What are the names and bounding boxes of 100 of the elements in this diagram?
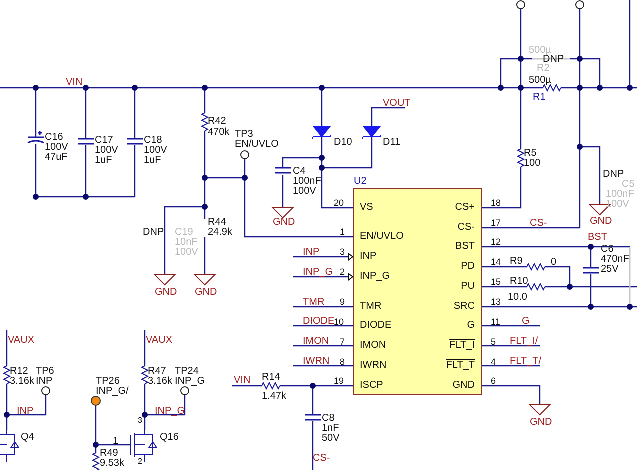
schematic-label: INP_G/ [96,387,129,397]
schematic-label: C6 [601,245,614,255]
schematic-label: 8 [340,358,346,367]
pin-name: EN/UVLO [360,232,404,242]
schematic-label: CS- [530,219,548,229]
schematic-label: Q16 [160,433,179,443]
pin-name: BST [456,242,475,252]
schematic-label: C17 [95,136,114,146]
pin-name: CS+ [455,203,475,213]
pin-name: INP_G [360,272,390,282]
schematic-label: R10 [510,277,528,287]
schematic-label: 470nF [601,255,630,265]
schematic-label: VOUT [383,99,411,109]
pin-name: TMR [360,302,382,312]
schematic-label: VAUX [146,336,172,346]
schematic-label: GND [195,288,218,298]
schematic-label: IMON [303,337,330,347]
pin-name: VS [360,203,374,213]
schematic-label: TMR [303,298,325,308]
schematic-label: FLT_T/ [510,357,542,367]
schematic-label: R5 [524,149,537,159]
schematic-label: INP_G [303,268,334,278]
schematic-label: INP [36,377,53,387]
schematic-label: 3 [340,248,346,257]
schematic-label: R42 [208,117,226,127]
schematic-label: BST [588,233,608,243]
schematic-label: 25V [601,265,619,275]
schematic-label: 7 [340,338,346,347]
schematic-label: C18 [144,136,162,146]
schematic-label: 11 [491,318,500,327]
schematic-label: GND [530,418,552,428]
schematic-label: C4 [293,167,306,177]
schematic-label: 100V [175,248,198,258]
schematic-label: 1 [113,437,119,447]
schematic-label: 1 [340,228,346,237]
schematic-label: R44 [208,218,226,228]
schematic-label: GND [155,288,178,298]
schematic-label: DNP [143,228,164,238]
schematic-label: 14 [491,258,502,267]
schematic-label: TP6 [36,367,54,377]
pin-name: DIODE [360,321,392,331]
schematic-label: R14 [262,373,280,383]
pin-name: G [467,321,475,331]
schematic-label: G [522,317,530,327]
schematic-label: D10 [334,138,352,148]
pin-name: GND [452,381,475,391]
schematic-label: 24.9k [208,228,232,238]
schematic-label: 100 [524,159,541,169]
schematic-label: 5 [491,338,496,347]
schematic-label: 3 [138,417,142,425]
schematic-label: 50V [322,434,340,444]
schematic-label: DIODE [303,317,335,327]
schematic-label: 1nF [322,424,340,434]
schematic-label: 0 [551,258,557,268]
pin-name: CS- [458,223,475,233]
schematic-label: 1uF [95,156,112,166]
schematic-label: 13 [491,298,502,307]
schematic-label: 1.47k [262,392,286,402]
schematic-label: 10 [334,318,344,327]
schematic-label: CS- [313,454,330,464]
schematic-label: 12 [491,238,502,247]
pin-name: FLT_I [450,341,475,351]
schematic-label: 15 [491,278,502,287]
schematic-label: GND [273,218,296,228]
schematic-label: 17 [491,219,502,228]
schematic-label: 4 [491,358,496,367]
schematic-label: FLT_I/ [510,337,538,347]
schematic-label: VAUX [8,336,34,346]
pin-name: PU [461,282,475,292]
schematic-label: 100V [45,143,68,153]
schematic-label: C8 [322,414,335,424]
schematic-label: TP24 [175,367,199,377]
schematic-label: R2 [537,64,550,74]
schematic-label: 100V [95,146,118,156]
schematic-label: 19 [334,377,344,386]
schematic-label: INP_G [155,407,186,417]
schematic-label: R12 [10,367,28,377]
pin-name: IWRN [360,361,387,371]
schematic-label: 100nF [606,190,634,200]
schematic-label: 500µ [529,76,552,86]
schematic-label: INP [17,407,34,417]
reference-designator: U2 [354,177,367,187]
schematic-label: 20 [334,199,344,208]
pin-name: ISCP [360,381,384,391]
schematic-label: R9 [510,257,523,267]
schematic-label: GND [590,217,612,227]
schematic-label: 470k [208,128,230,138]
schematic-label: TP26 [96,377,120,387]
schematic-label: 9.53k [100,459,124,469]
schematic-label: INP [303,248,320,258]
schematic-label: VIN [66,78,83,88]
schematic-label: 3.16k [148,377,172,387]
schematic-label: 10.0 [508,293,528,303]
schematic-label: D11 [383,138,401,148]
schematic-label: 6 [491,377,496,386]
schematic-label: INP_G [175,377,206,387]
schematic-label: 47uF [45,153,68,163]
schematic-label: R47 [148,367,166,377]
schematic-label: EN/UVLO [235,140,279,150]
schematic-label: C19 [175,228,194,238]
